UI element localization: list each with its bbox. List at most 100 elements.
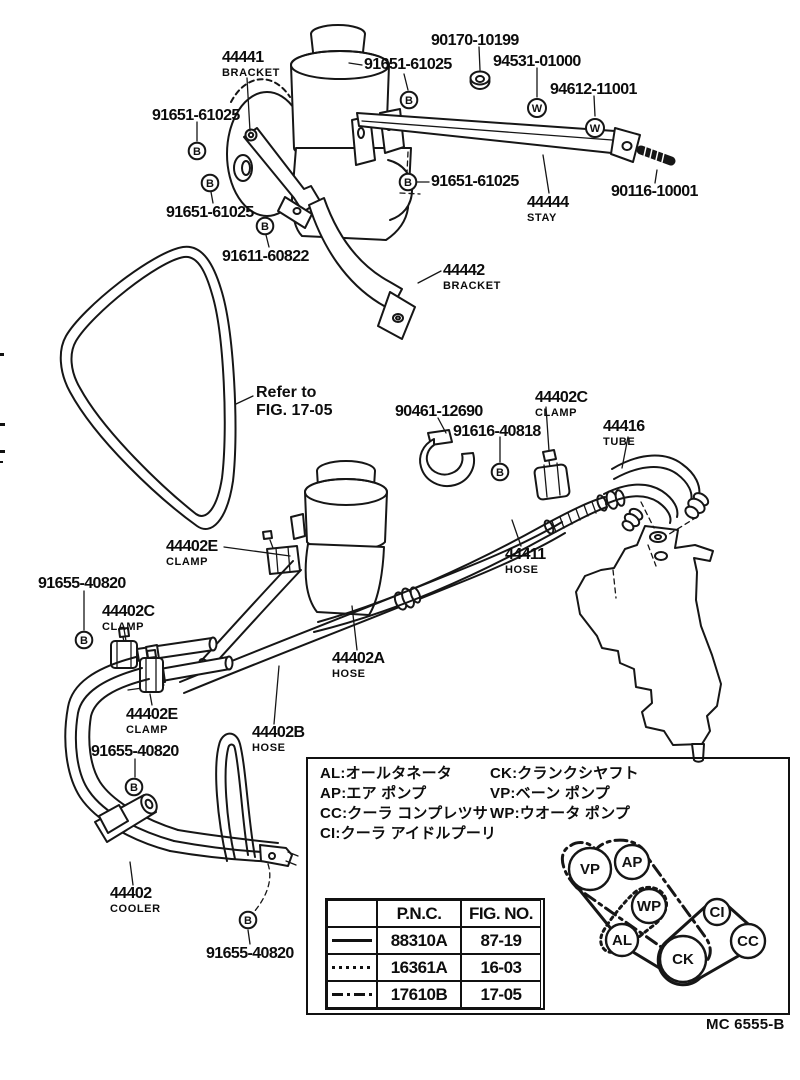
leader-lines <box>83 46 658 945</box>
line-sample-dotted <box>332 966 372 969</box>
part-name: CLAMP <box>102 621 145 633</box>
reservoir-mid <box>290 460 388 616</box>
washer-marker-icon: W <box>585 118 605 138</box>
part-number: 44442 <box>443 262 485 279</box>
bolt-marker-icon: B <box>187 141 207 161</box>
part-name: BRACKET <box>443 280 501 292</box>
legend-item: CI:クーラ アイドルプーリ <box>320 825 497 842</box>
svg-text:VP: VP <box>580 861 600 878</box>
line-style-cell <box>327 954 377 981</box>
bolt-marker-icon: B <box>200 173 220 193</box>
bolt-marker-icon: B <box>238 910 258 930</box>
hose-reservoir-left <box>198 560 302 672</box>
page-edge-marks <box>0 353 5 463</box>
part-label-91655-40820: 91655-40820 <box>38 576 126 592</box>
pulley-CC: CC <box>729 922 767 960</box>
cooler-44402 <box>94 793 299 867</box>
pulley-CK: CK <box>658 934 708 984</box>
bracket-44442 <box>308 197 416 340</box>
part-number: 90170-10199 <box>431 32 519 49</box>
clamp-44402C-part-top <box>533 449 571 501</box>
refer-note-line2: FIG. 17-05 <box>256 402 333 420</box>
dashed-guides <box>253 151 698 913</box>
part-number: 91655-40820 <box>91 743 179 760</box>
part-number: 44416 <box>603 418 645 435</box>
legend-item: CC:クーラ コンプレツサ <box>320 805 488 822</box>
part-number: 91655-40820 <box>206 945 294 962</box>
part-number: 91651-61025 <box>152 107 240 124</box>
steering-gear <box>575 525 722 763</box>
table-corner-cell <box>327 900 377 927</box>
svg-text:B: B <box>261 221 269 233</box>
part-name: CLAMP <box>166 556 209 568</box>
pulley-AP: AP <box>613 843 651 881</box>
part-number: 44402C <box>535 389 588 406</box>
part-number: 44402E <box>166 538 218 555</box>
table-header-fig: FIG. NO. <box>461 900 541 927</box>
part-name: HOSE <box>332 668 366 680</box>
svg-text:B: B <box>404 177 412 189</box>
part-number: 44402B <box>252 724 305 741</box>
clamp-44402C-part-low <box>110 627 138 669</box>
bolt-marker-icon: B <box>124 777 144 797</box>
svg-text:CK: CK <box>672 951 694 968</box>
part-label-91651-61025: 91651-61025 <box>364 57 452 73</box>
part-label-91651-61025: 91651-61025 <box>152 108 240 124</box>
legend-item: WP:ウオータ ポンプ <box>490 805 631 822</box>
part-label-94612-11001: 94612-11001 <box>550 82 637 98</box>
pnc-value: 88310A <box>377 927 461 954</box>
part-number: 44402A <box>332 650 385 667</box>
part-name: STAY <box>527 212 557 224</box>
part-number: 94612-11001 <box>550 81 637 98</box>
line-style-cell <box>327 981 377 1008</box>
part-name: CLAMP <box>535 407 578 419</box>
part-label-90461-12690: 90461-12690 <box>395 404 483 420</box>
stay-44444 <box>356 112 641 163</box>
clamp-44402E-part-low <box>139 649 164 693</box>
part-label-91651-61025: 91651-61025 <box>166 205 254 221</box>
bolt-marker-icon: B <box>399 90 419 110</box>
svg-text:B: B <box>496 467 504 479</box>
part-name: BRACKET <box>222 67 280 79</box>
part-label-91611-60822: 91611-60822 <box>222 249 309 265</box>
svg-text:AL: AL <box>612 932 632 949</box>
bolt-marker-icon: B <box>398 172 418 192</box>
part-number: 44402 <box>110 885 152 902</box>
bolt-marker-icon: B <box>490 462 510 482</box>
svg-text:B: B <box>244 915 252 927</box>
part-number: 44411 <box>505 546 546 563</box>
pulley-AL: AL <box>604 922 640 958</box>
part-number: 94531-01000 <box>493 53 581 70</box>
belt-dotted-16361A <box>599 885 668 954</box>
pnc-value: 17610B <box>377 981 461 1008</box>
svg-text:WP: WP <box>637 898 661 915</box>
part-label-90116-10001: 90116-10001 <box>611 184 698 200</box>
hose-44402B <box>215 732 256 862</box>
part-label-91616-40818: 91616-40818 <box>453 424 541 440</box>
nut-90170-10199 <box>469 70 491 90</box>
refer-note-line1: Refer to <box>256 384 317 401</box>
part-label-91651-61025: 91651-61025 <box>431 174 519 190</box>
part-name: TUBE <box>603 436 636 448</box>
line-sample-solid <box>332 939 372 942</box>
part-number: 91651-61025 <box>166 204 254 221</box>
part-number: 91651-61025 <box>364 56 452 73</box>
part-name: CLAMP <box>126 724 169 736</box>
